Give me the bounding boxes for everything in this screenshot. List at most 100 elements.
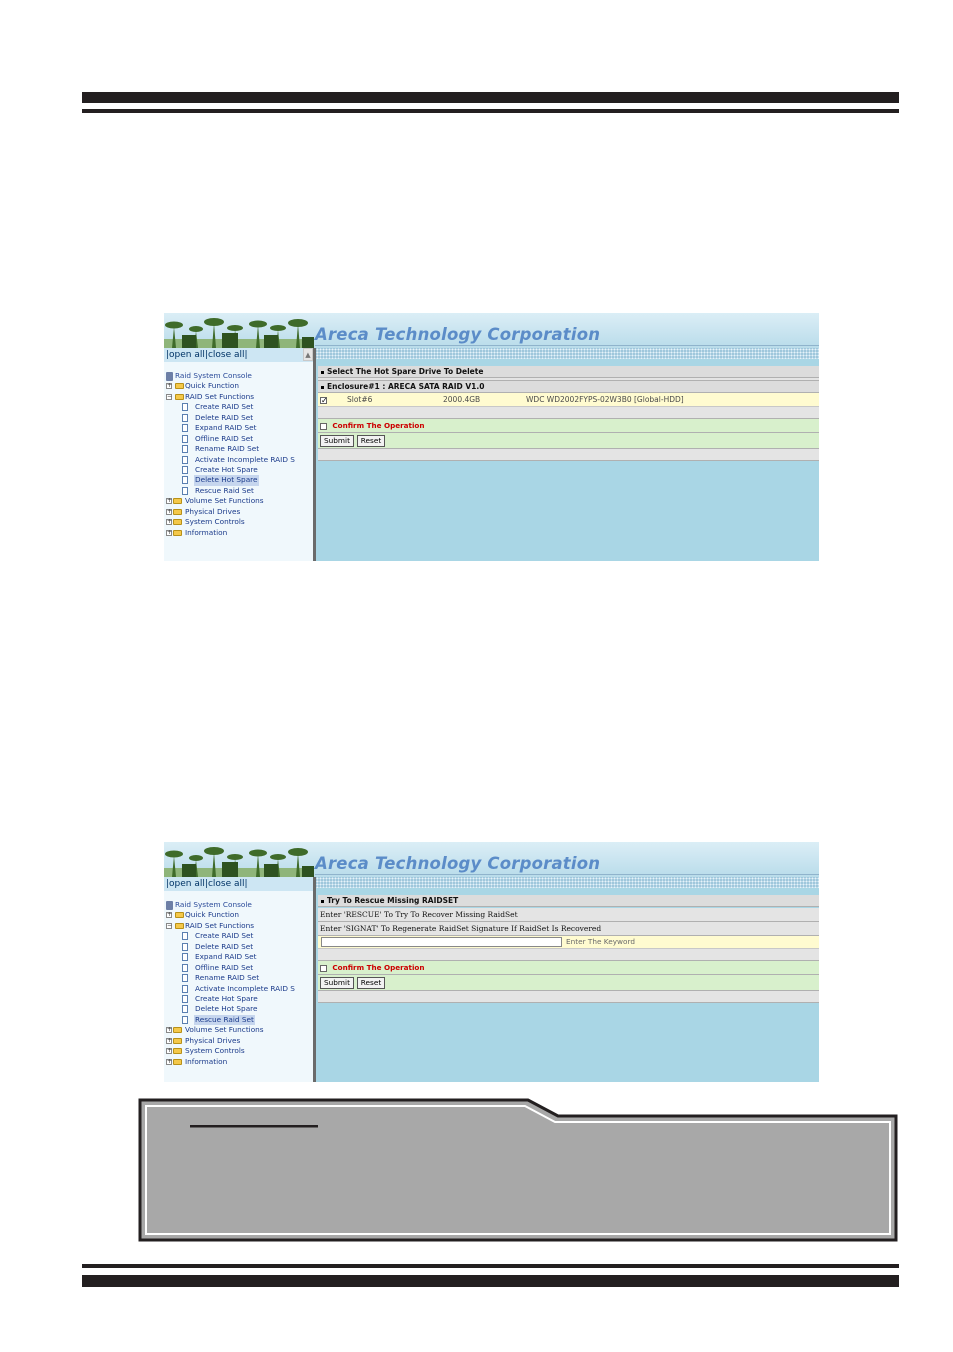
pane-divider[interactable] bbox=[313, 877, 316, 1082]
tree-item-activate-incomplete[interactable]: Activate Incomplete RAID S bbox=[166, 455, 311, 465]
tree-quick-function[interactable]: + Quick Function bbox=[166, 381, 239, 391]
top-rule-thick bbox=[82, 92, 899, 103]
tree-raid-set-functions[interactable]: − RAID Set Functions bbox=[166, 391, 254, 401]
confirm-label: Confirm The Operation bbox=[332, 963, 425, 972]
tree-raid-set-functions[interactable]: − RAID Set Functions bbox=[166, 920, 254, 930]
tree-item-rename-raid-set[interactable]: Rename RAID Set bbox=[166, 444, 311, 454]
tree-item-rescue-raid-set[interactable]: Rescue Raid Set bbox=[166, 486, 311, 496]
button-row: Submit Reset bbox=[318, 433, 819, 449]
expand-plus-icon: + bbox=[166, 528, 173, 536]
tree-root[interactable]: Raid System Console bbox=[166, 371, 311, 381]
nav-tree: Raid System Console + Quick Function − R… bbox=[166, 900, 311, 1067]
tree-item-create-hot-spare[interactable]: Create Hot Spare bbox=[166, 994, 311, 1004]
confirm-row: Confirm The Operation bbox=[318, 419, 819, 433]
page-icon bbox=[182, 465, 188, 474]
tree-item-activate-incomplete[interactable]: Activate Incomplete RAID S bbox=[166, 984, 311, 994]
tree-quick-function[interactable]: + Quick Function bbox=[166, 910, 239, 920]
company-title: Areca Technology Corporation bbox=[315, 854, 601, 873]
console-icon bbox=[166, 900, 173, 910]
tree-system-controls[interactable]: +System Controls bbox=[166, 1046, 245, 1056]
tree-item-create-hot-spare[interactable]: Create Hot Spare bbox=[166, 465, 311, 475]
spacer-row-2 bbox=[318, 991, 819, 1003]
instruction-row-1: Enter 'RESCUE' To Try To Recover Missing… bbox=[318, 908, 819, 922]
folder-icon bbox=[173, 1037, 182, 1044]
palm-trees-icon bbox=[164, 318, 314, 348]
page-icon bbox=[182, 413, 188, 422]
keyword-row: Enter The Keyword bbox=[318, 936, 819, 949]
tree-item-rename-raid-set[interactable]: Rename RAID Set bbox=[166, 973, 311, 983]
tree-physical-drives[interactable]: +Physical Drives bbox=[166, 1035, 241, 1045]
keyword-input[interactable] bbox=[321, 937, 562, 947]
nav-tree: Raid System Console + Quick Function − R… bbox=[166, 371, 311, 538]
drive-checkbox[interactable]: ✓ bbox=[320, 395, 328, 405]
instruction-row-2: Enter 'SIGNAT' To Regenerate RaidSet Sig… bbox=[318, 922, 819, 936]
bottom-rule-thin bbox=[82, 1264, 899, 1268]
folder-icon bbox=[173, 508, 182, 515]
expand-plus-icon: + bbox=[166, 497, 173, 505]
page-icon bbox=[182, 1015, 188, 1024]
expand-plus-icon: + bbox=[166, 518, 173, 526]
dotted-strip bbox=[316, 348, 819, 359]
expand-plus-icon: + bbox=[166, 382, 173, 390]
folder-icon bbox=[173, 1027, 182, 1034]
folder-icon bbox=[173, 498, 182, 505]
enclosure-label: Enclosure#1 : ARECA SATA RAID V1.0 bbox=[327, 382, 485, 391]
tree-information[interactable]: +Information bbox=[166, 527, 228, 537]
page-icon bbox=[182, 403, 188, 412]
tree-physical-drives[interactable]: +Physical Drives bbox=[166, 506, 241, 516]
tree-item-create-raid-set[interactable]: Create RAID Set bbox=[166, 931, 311, 941]
page-icon bbox=[182, 984, 188, 993]
submit-button[interactable]: Submit bbox=[320, 435, 354, 447]
close-all-link[interactable]: close all bbox=[207, 879, 245, 889]
close-all-link[interactable]: close all bbox=[207, 350, 245, 360]
page-icon bbox=[182, 445, 188, 454]
panel-title-row: Select The Hot Spare Drive To Delete bbox=[318, 366, 819, 378]
tree-item-delete-raid-set[interactable]: Delete RAID Set bbox=[166, 413, 311, 423]
drive-row[interactable]: ✓ Slot#6 2000.4GB WDC WD2002FYPS-02W3B0 … bbox=[318, 393, 819, 407]
instruction-signat: Enter 'SIGNAT' To Regenerate RaidSet Sig… bbox=[320, 924, 602, 933]
page-icon bbox=[182, 486, 188, 495]
spacer-row bbox=[318, 949, 819, 961]
confirm-row: Confirm The Operation bbox=[318, 961, 819, 975]
page-icon bbox=[182, 455, 188, 464]
tree-root[interactable]: Raid System Console bbox=[166, 900, 311, 910]
tree-item-offline-raid-set[interactable]: Offline RAID Set bbox=[166, 963, 311, 973]
tree-item-delete-raid-set[interactable]: Delete RAID Set bbox=[166, 942, 311, 952]
reset-button[interactable]: Reset bbox=[357, 435, 385, 447]
page-icon bbox=[182, 942, 188, 951]
pane-divider[interactable] bbox=[313, 348, 316, 561]
banner-underline bbox=[315, 345, 819, 346]
palm-trees-icon bbox=[164, 847, 314, 877]
tree-system-controls[interactable]: +System Controls bbox=[166, 517, 245, 527]
drive-slot: Slot#6 bbox=[347, 395, 373, 404]
spacer-row-2 bbox=[318, 407, 819, 419]
tree-item-expand-raid-set[interactable]: Expand RAID Set bbox=[166, 952, 311, 962]
folder-icon bbox=[173, 519, 182, 526]
drive-capacity: 2000.4GB bbox=[443, 395, 481, 404]
confirm-checkbox[interactable] bbox=[320, 964, 327, 972]
scroll-up-button[interactable]: ▲ bbox=[303, 348, 313, 361]
reset-button[interactable]: Reset bbox=[357, 977, 385, 989]
tree-item-expand-raid-set[interactable]: Expand RAID Set bbox=[166, 423, 311, 433]
screenshot-delete-hot-spare: Areca Technology Corporation |open all|c… bbox=[164, 313, 819, 561]
tree-item-rescue-raid-set[interactable]: Rescue Raid Set bbox=[166, 1014, 311, 1026]
tree-information[interactable]: +Information bbox=[166, 1056, 228, 1066]
page-icon bbox=[182, 424, 188, 433]
tree-item-offline-raid-set[interactable]: Offline RAID Set bbox=[166, 434, 311, 444]
open-all-link[interactable]: open all bbox=[169, 350, 205, 360]
tree-item-create-raid-set[interactable]: Create RAID Set bbox=[166, 402, 311, 412]
tree-volume-set-functions[interactable]: +Volume Set Functions bbox=[166, 496, 264, 506]
expand-plus-icon: + bbox=[166, 911, 173, 919]
tree-item-delete-hot-spare[interactable]: Delete Hot Spare bbox=[166, 475, 311, 486]
page-icon bbox=[182, 434, 188, 443]
panel-title: Try To Rescue Missing RAIDSET bbox=[327, 896, 459, 905]
confirm-checkbox[interactable] bbox=[320, 422, 327, 430]
submit-button[interactable]: Submit bbox=[320, 977, 354, 989]
folder-icon bbox=[175, 383, 185, 390]
tree-item-delete-hot-spare[interactable]: Delete Hot Spare bbox=[166, 1004, 311, 1014]
tree-volume-set-functions[interactable]: +Volume Set Functions bbox=[166, 1025, 264, 1035]
open-close-bar: |open all|close all| bbox=[164, 348, 313, 362]
page-icon bbox=[182, 932, 188, 941]
open-all-link[interactable]: open all bbox=[169, 879, 205, 889]
banner-underline bbox=[315, 874, 819, 875]
